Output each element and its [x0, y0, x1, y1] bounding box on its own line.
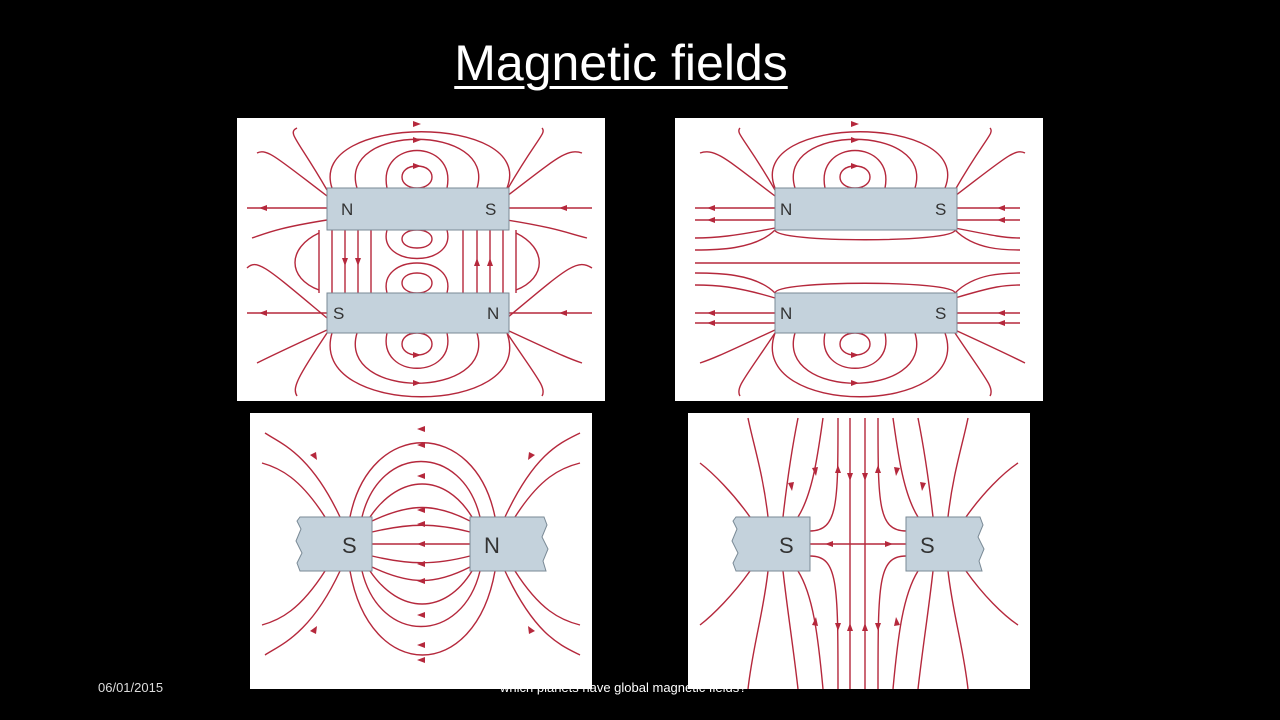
arrowheads	[310, 426, 535, 663]
field-lines	[246, 127, 593, 398]
arrowheads	[788, 465, 926, 631]
diagram-opposite-bars: N S S N	[237, 118, 605, 401]
field-lines-diagram: S N	[261, 426, 581, 663]
field-lines-diagram: N S S N	[246, 121, 593, 398]
bar-magnet-right: N	[469, 516, 549, 572]
field-lines	[261, 432, 581, 656]
diagram-like-poles-facing: S S	[688, 413, 1030, 689]
bar-magnet-top: N S	[326, 187, 510, 231]
pole-label: S	[485, 200, 496, 219]
pole-label: N	[341, 200, 353, 219]
pole-label: S	[920, 533, 935, 558]
pole-label: N	[780, 304, 792, 323]
arrowheads	[707, 121, 1005, 386]
slide-date: 06/01/2015	[98, 680, 164, 695]
pole-label: S	[342, 533, 357, 558]
pole-label: S	[333, 304, 344, 323]
field-lines-diagram: N S N S	[694, 121, 1026, 398]
bar-magnet-bottom: S N	[326, 292, 510, 334]
arrowheads	[259, 121, 567, 386]
pole-label: S	[935, 200, 946, 219]
slide-footer-caption: which planets have global magnetic field…	[500, 680, 747, 695]
bar-magnet-top: N S	[774, 187, 958, 231]
field-lines-diagram: S S	[699, 417, 1019, 689]
bar-magnet-bottom: N S	[774, 292, 958, 334]
diagram-parallel-bars: N S N S	[675, 118, 1043, 401]
bar-magnet-left: S	[731, 516, 811, 572]
bar-magnet-left: S	[295, 516, 373, 572]
bar-magnet-right: S	[905, 516, 985, 572]
pole-label: N	[780, 200, 792, 219]
pole-label: S	[779, 533, 794, 558]
field-lines	[694, 127, 1026, 398]
pole-label: N	[487, 304, 499, 323]
pole-label: S	[935, 304, 946, 323]
slide-title: Magnetic fields	[454, 35, 788, 91]
pole-label: N	[484, 533, 500, 558]
diagram-opposite-poles-facing: S N	[250, 413, 592, 689]
